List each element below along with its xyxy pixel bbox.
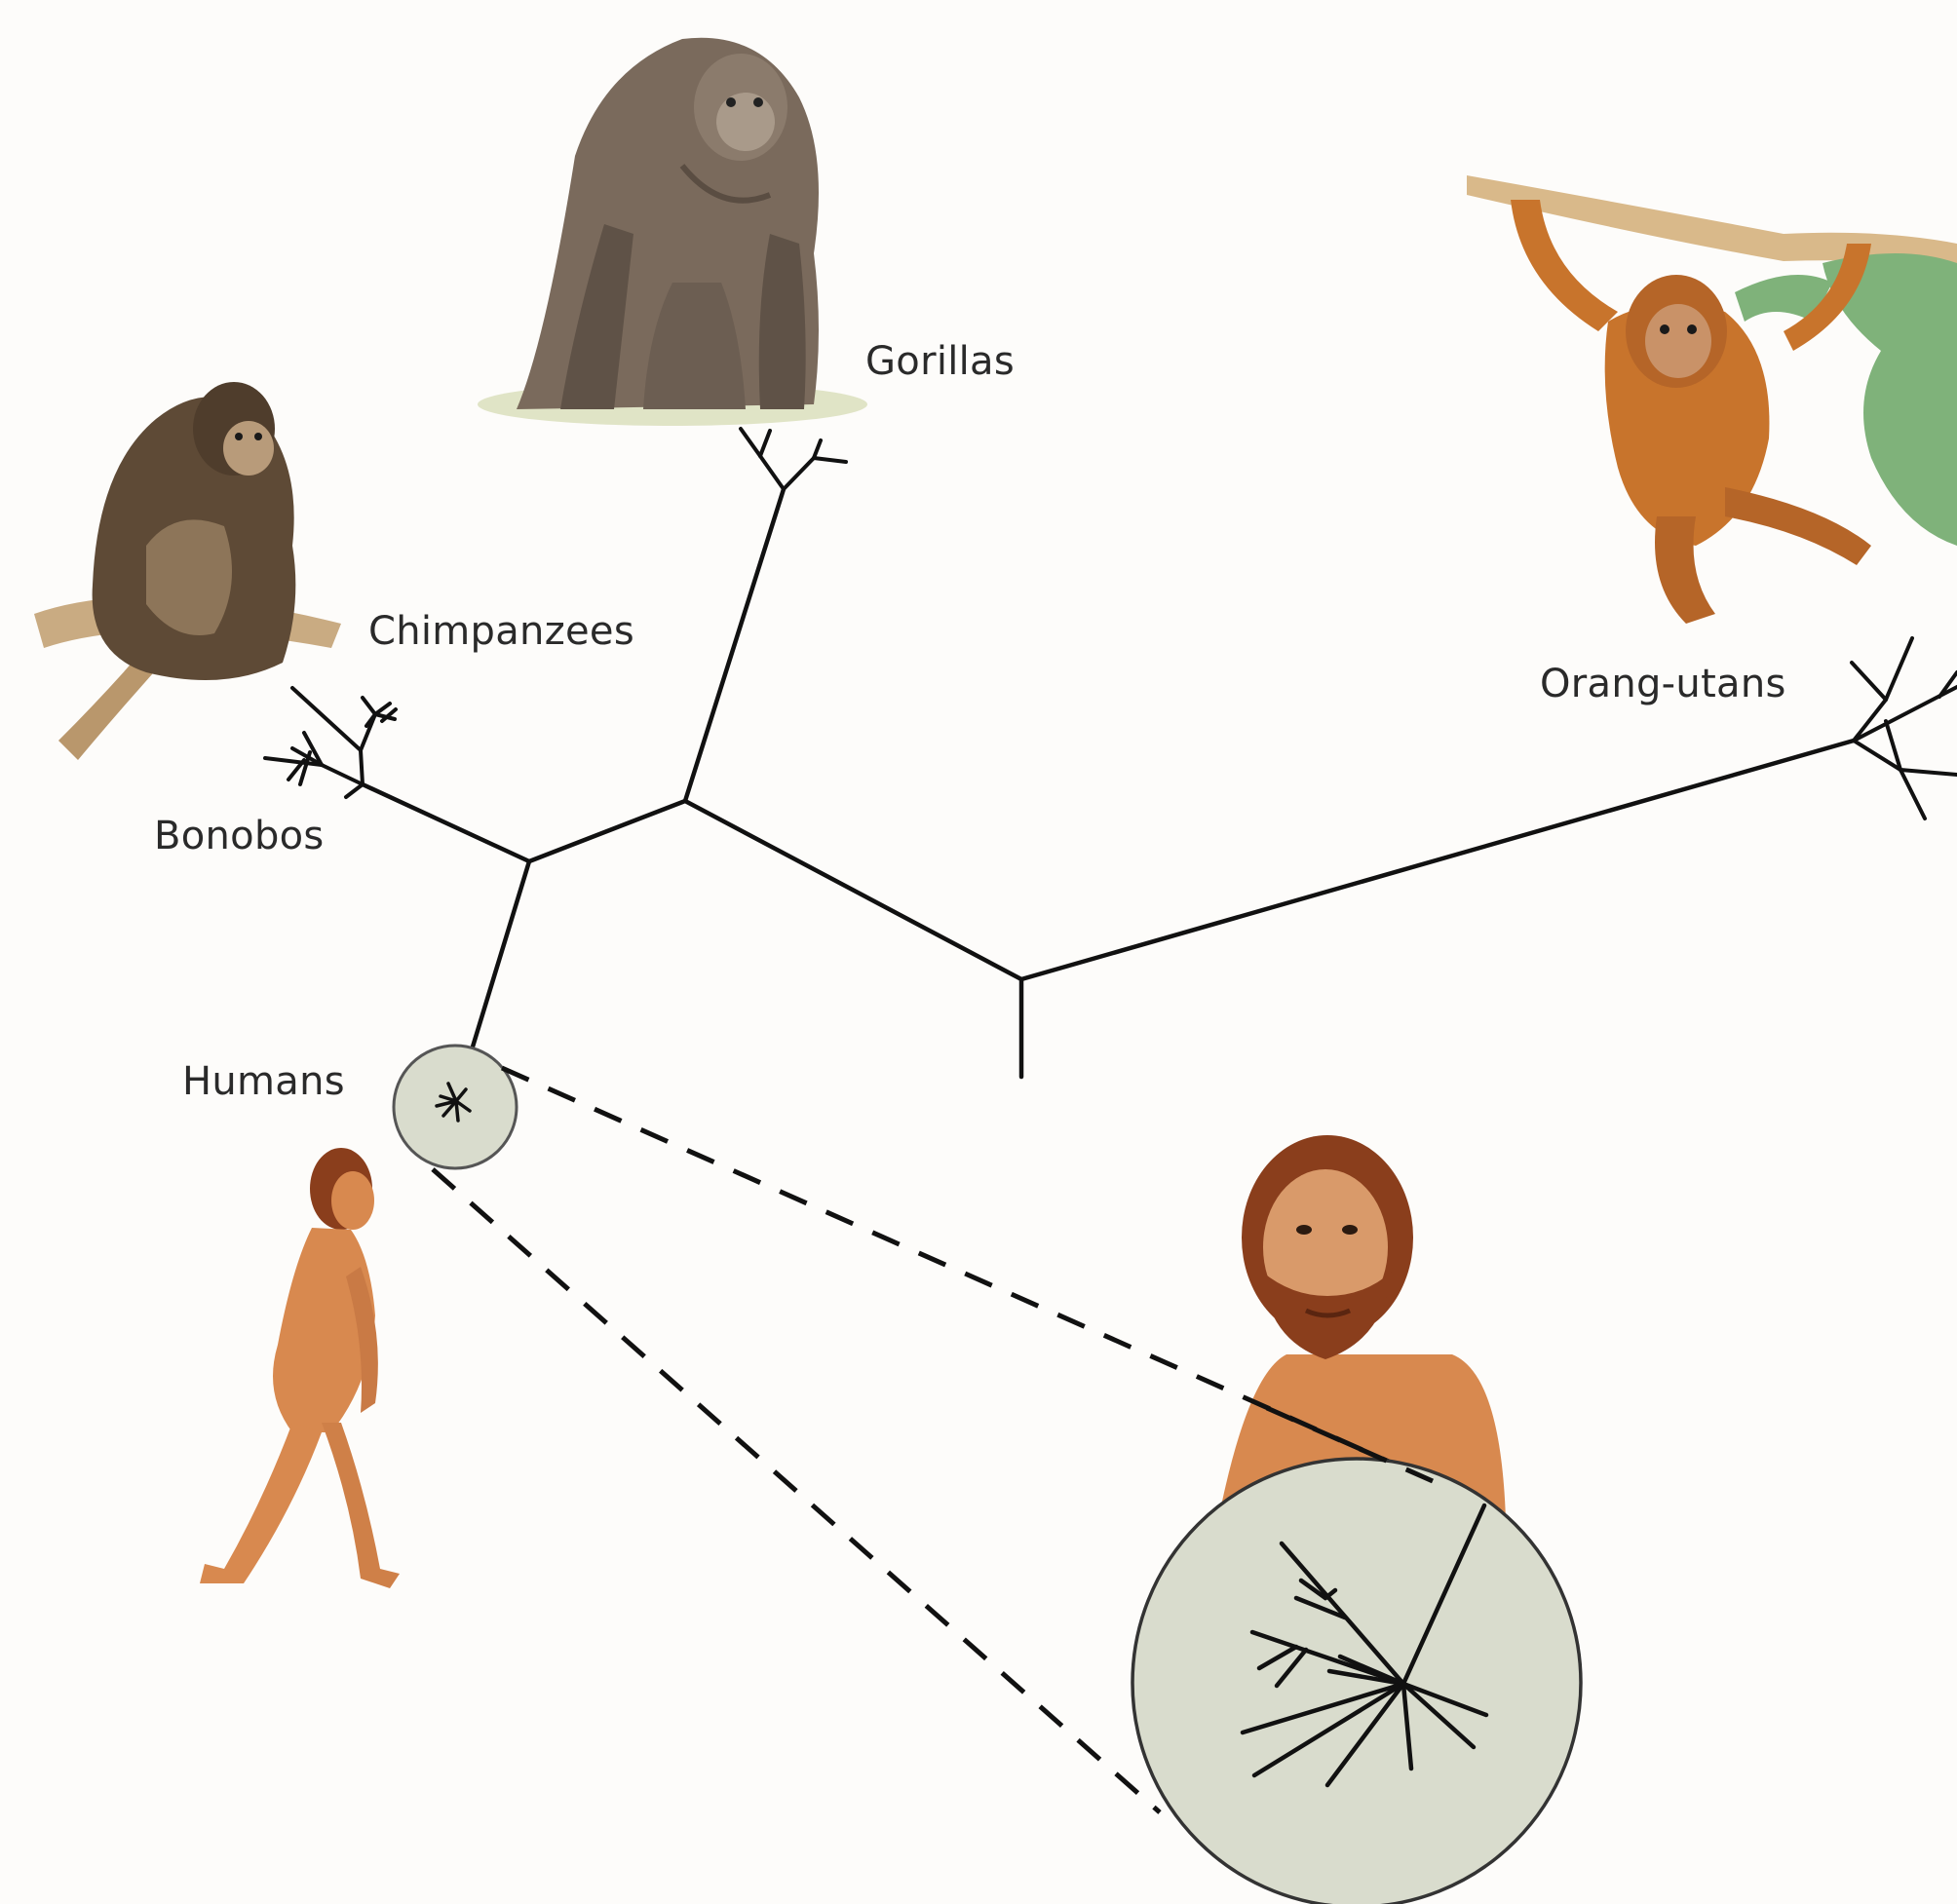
walking-human-illustration bbox=[200, 1148, 400, 1588]
gorilla-illustration bbox=[478, 38, 867, 426]
branch-pan bbox=[363, 784, 529, 861]
orangutan-illustration bbox=[1467, 175, 1957, 624]
label-gorillas: Gorillas bbox=[865, 339, 1015, 384]
orangutan-tips bbox=[1852, 638, 1957, 819]
label-humans: Humans bbox=[182, 1059, 345, 1104]
branch-orangutans bbox=[1021, 741, 1854, 979]
label-orangutans: Orang-utans bbox=[1540, 662, 1786, 706]
gorilla-tips bbox=[741, 429, 846, 489]
pan-tips bbox=[265, 688, 396, 797]
chimpanzee-illustration bbox=[34, 382, 341, 760]
label-chimpanzees: Chimpanzees bbox=[368, 609, 634, 654]
branch-gorillas bbox=[685, 489, 784, 801]
branch-african-apes bbox=[685, 801, 1021, 979]
phylogenetic-tree bbox=[363, 489, 1854, 1101]
label-bonobos: Bonobos bbox=[154, 814, 325, 858]
branch-human-chimp bbox=[529, 801, 685, 861]
human-zoom-detail-circle bbox=[1132, 1459, 1581, 1904]
